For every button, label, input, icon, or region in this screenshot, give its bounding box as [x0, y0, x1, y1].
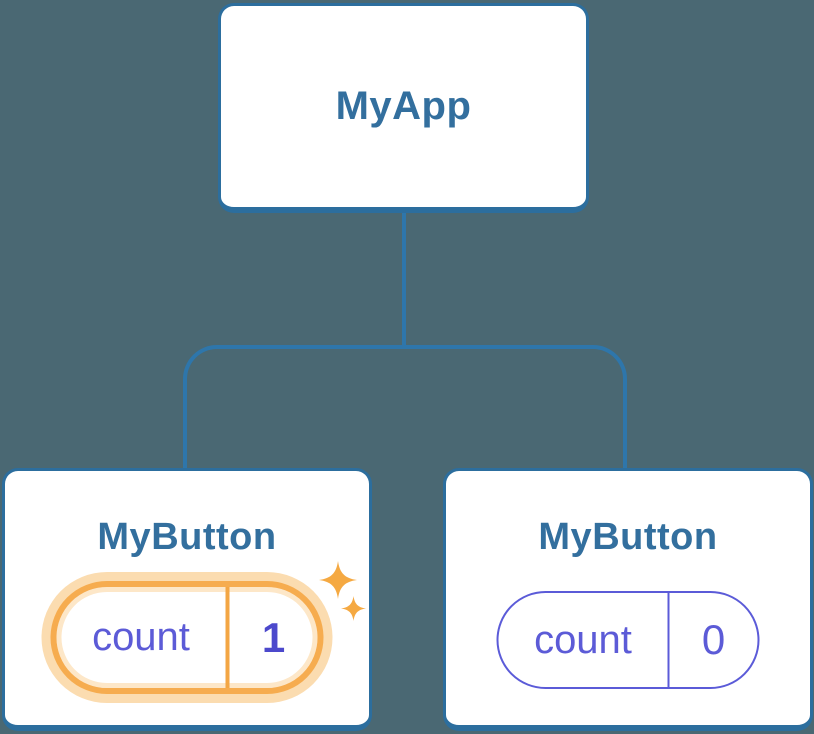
- node-mybutton-right-label: MyButton: [538, 516, 718, 558]
- connector-root-stem: [402, 211, 406, 347]
- state-key-label: count: [534, 617, 632, 662]
- sparkle-icon: [341, 596, 366, 621]
- node-myapp: MyApp: [218, 3, 589, 213]
- pill-divider: [225, 587, 230, 688]
- state-pill: count 0: [496, 591, 760, 689]
- state-pill-highlighted: count 1: [50, 581, 324, 694]
- sparkle-icon: [319, 561, 357, 599]
- state-value: 1: [261, 613, 286, 661]
- state-value: 0: [701, 616, 726, 663]
- node-mybutton-left: MyButton count 1: [2, 468, 372, 731]
- node-myapp-label: MyApp: [335, 84, 472, 128]
- pill-divider: [667, 593, 670, 687]
- state-key-label: count: [92, 615, 190, 659]
- connector-branch: [183, 345, 627, 469]
- node-mybutton-right: MyButton count 0: [443, 468, 813, 731]
- node-mybutton-left-label: MyButton: [97, 516, 277, 558]
